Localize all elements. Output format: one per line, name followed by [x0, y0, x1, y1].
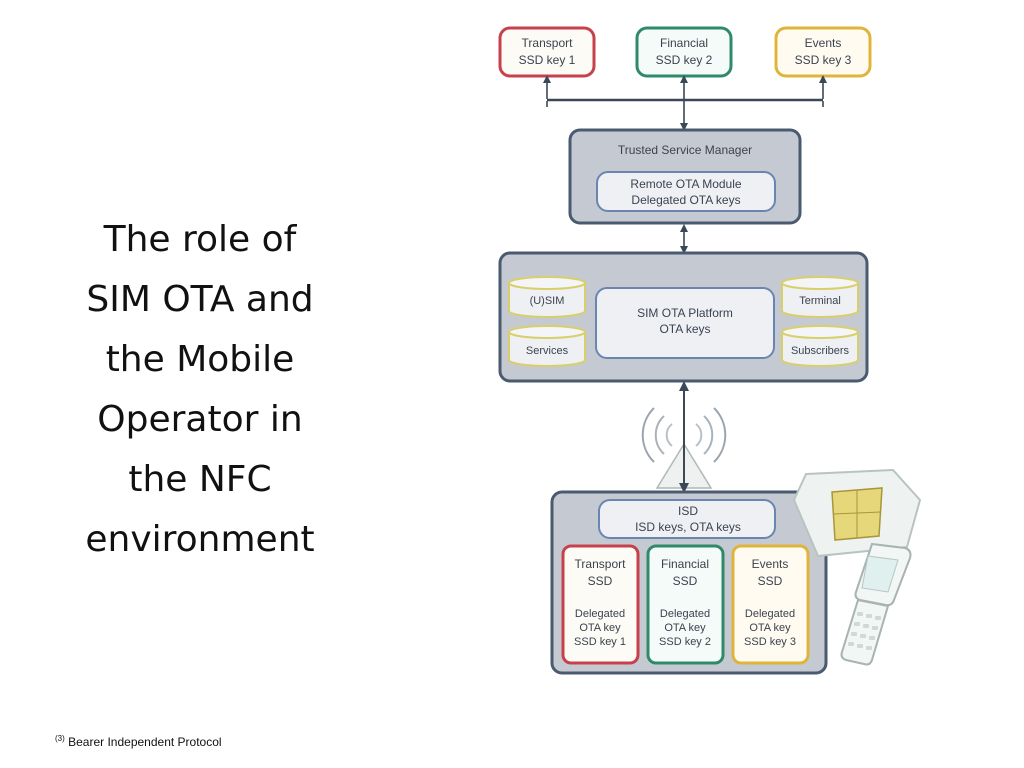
ssd-box [646, 544, 725, 665]
ssd-name: SSD [758, 574, 783, 588]
module-label: Remote OTA Module [630, 177, 741, 191]
ssd-key-line: Delegated [745, 608, 795, 620]
footnote: (3) Bearer Independent Protocol [55, 734, 222, 749]
ssd-key-label: SSD key 3 [795, 53, 852, 67]
cylinder-icon-top [508, 325, 586, 339]
module-label: Delegated OTA keys [631, 193, 740, 207]
sim-card-panel: ISD ISD keys, OTA keys Transport SSD Del… [550, 490, 828, 675]
isd-box [598, 499, 776, 539]
title-line: the NFC [128, 459, 272, 500]
ssd-key-line: OTA key [664, 622, 706, 634]
mobile-phone-icon [840, 542, 912, 666]
isd-label: ISD [678, 504, 698, 518]
ssd-key-line: Delegated [575, 608, 625, 620]
ssd-events: Events SSD Delegated OTA key SSD key 3 [731, 544, 810, 665]
subscribers-label: Subscribers [791, 345, 850, 357]
ssd-key-line: SSD key 1 [574, 636, 626, 648]
ssd-key-label: Events [805, 36, 842, 50]
cylinder-icon-top [781, 325, 859, 339]
remote-ota-module [596, 171, 776, 212]
usim-database: (U)SIM [508, 276, 586, 318]
platform-label: SIM OTA Platform [637, 306, 733, 320]
title-line: SIM OTA and [86, 279, 314, 320]
subscribers-database: Subscribers [781, 325, 859, 367]
ssd-financial: Financial SSD Delegated OTA key SSD key … [646, 544, 725, 665]
ssd-key-label: SSD key 2 [656, 53, 713, 67]
cylinder-icon-top [508, 276, 586, 290]
ssd-name: SSD [673, 574, 698, 588]
isd-label: ISD keys, OTA keys [635, 520, 741, 534]
ssd-key-line: OTA key [579, 622, 621, 634]
ssd-key-line: SSD key 3 [744, 636, 796, 648]
ssd-key-line: OTA key [749, 622, 791, 634]
ssd-key-label: SSD key 1 [519, 53, 576, 67]
ssd-key-transport: Transport SSD key 1 [498, 26, 596, 78]
usim-label: (U)SIM [530, 295, 565, 307]
ssd-key-label: Transport [522, 36, 574, 50]
ssd-name: Transport [575, 557, 627, 571]
ssd-box [561, 544, 640, 665]
cylinder-icon [781, 332, 859, 367]
ssd-name: Financial [661, 557, 709, 571]
ssd-key-events: Events SSD key 3 [774, 26, 872, 78]
footnote-marker: (3) [55, 734, 65, 743]
title-line: The role of [103, 219, 297, 260]
title-line: environment [85, 519, 315, 560]
terminal-database: Terminal [781, 276, 859, 318]
ssd-transport: Transport SSD Delegated OTA key SSD key … [561, 544, 640, 665]
services-label: Services [526, 345, 569, 357]
ssd-name: Events [752, 557, 789, 571]
slide-title: The role of SIM OTA and the Mobile Opera… [40, 210, 360, 570]
sim-ota-platform-core [595, 287, 775, 359]
cylinder-icon [781, 283, 859, 318]
sim-ota-platform: (U)SIM Services SIM OTA Platform OTA key… [498, 251, 869, 383]
cylinder-icon [508, 332, 586, 367]
trusted-service-manager: Trusted Service Manager Remote OTA Modul… [568, 128, 802, 225]
ssd-key-financial: Financial SSD key 2 [635, 26, 733, 78]
key-bus-connector [543, 75, 827, 131]
ssd-box [731, 544, 810, 665]
title-line: Operator in [97, 399, 303, 440]
footnote-text: Bearer Independent Protocol [68, 735, 222, 749]
services-database: Services [508, 325, 586, 367]
title-line: the Mobile [105, 339, 295, 380]
terminal-label: Terminal [799, 295, 841, 307]
sim-chip-icon [792, 468, 922, 558]
ssd-key-label: Financial [660, 36, 708, 50]
platform-label: OTA keys [659, 322, 710, 336]
cylinder-icon-top [781, 276, 859, 290]
ssd-name: SSD [588, 574, 613, 588]
ssd-key-line: Delegated [660, 608, 710, 620]
cylinder-icon [508, 283, 586, 318]
ssd-key-line: SSD key 2 [659, 636, 711, 648]
tsm-title: Trusted Service Manager [618, 143, 752, 157]
